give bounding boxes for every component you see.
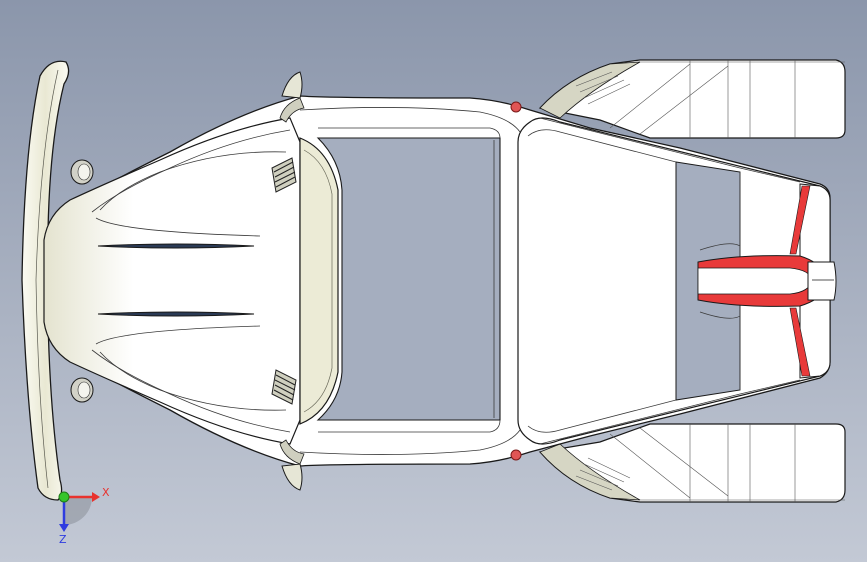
triad-quarter-disc — [64, 497, 92, 525]
headlight-top — [70, 159, 94, 185]
mirror-bottom — [279, 439, 305, 491]
x-axis-label: X — [102, 486, 110, 499]
louvre-bottom — [271, 369, 297, 405]
side-pod-top[interactable] — [538, 59, 846, 139]
headlight-bottom — [70, 377, 94, 403]
y-axis-origin — [58, 491, 70, 503]
z-axis-label: Z — [59, 533, 67, 546]
marker-top — [510, 101, 522, 113]
nose-slot-bottom — [97, 311, 255, 317]
nose-cone[interactable] — [43, 117, 301, 445]
windshield[interactable] — [299, 137, 339, 425]
louvre-top — [271, 157, 297, 193]
engine-cover[interactable] — [517, 117, 831, 445]
rear-center-element[interactable] — [697, 243, 837, 319]
mirror-top — [279, 71, 305, 123]
marker-bottom — [510, 449, 522, 461]
nose-slot-top — [97, 243, 255, 249]
side-pod-bottom[interactable] — [538, 423, 846, 503]
